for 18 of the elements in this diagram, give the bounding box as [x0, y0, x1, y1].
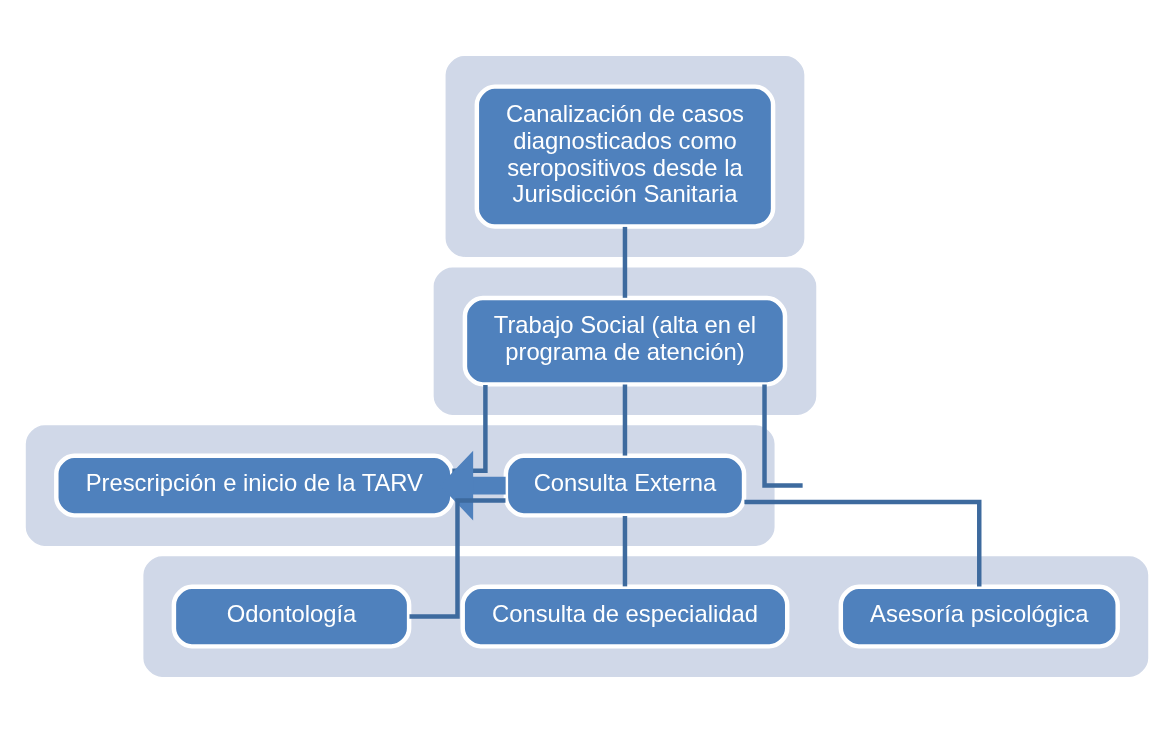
cluster — [433, 267, 817, 415]
node-box: Consulta Externa — [503, 453, 747, 518]
node-box: Trabajo Social (alta en el programa de atención) — [462, 295, 788, 387]
connector — [622, 384, 628, 456]
connector — [409, 497, 506, 619]
cluster — [25, 424, 775, 546]
connector — [452, 384, 488, 473]
node-box: Prescripción e inicio de la TARV — [54, 453, 455, 518]
connector — [622, 226, 628, 298]
node-box: Odontología — [171, 584, 412, 649]
connector — [744, 499, 982, 586]
node-box: Canalización de casos diagnosticados como seropositivos desde la Jurisdicción Sanitaria — [474, 83, 776, 229]
cluster — [143, 555, 1149, 677]
cluster — [445, 55, 805, 257]
node-box: Asesoría psicológica — [838, 584, 1120, 649]
connector — [762, 384, 803, 488]
connector — [622, 515, 628, 586]
node-box: Consulta de especialidad — [460, 584, 790, 649]
